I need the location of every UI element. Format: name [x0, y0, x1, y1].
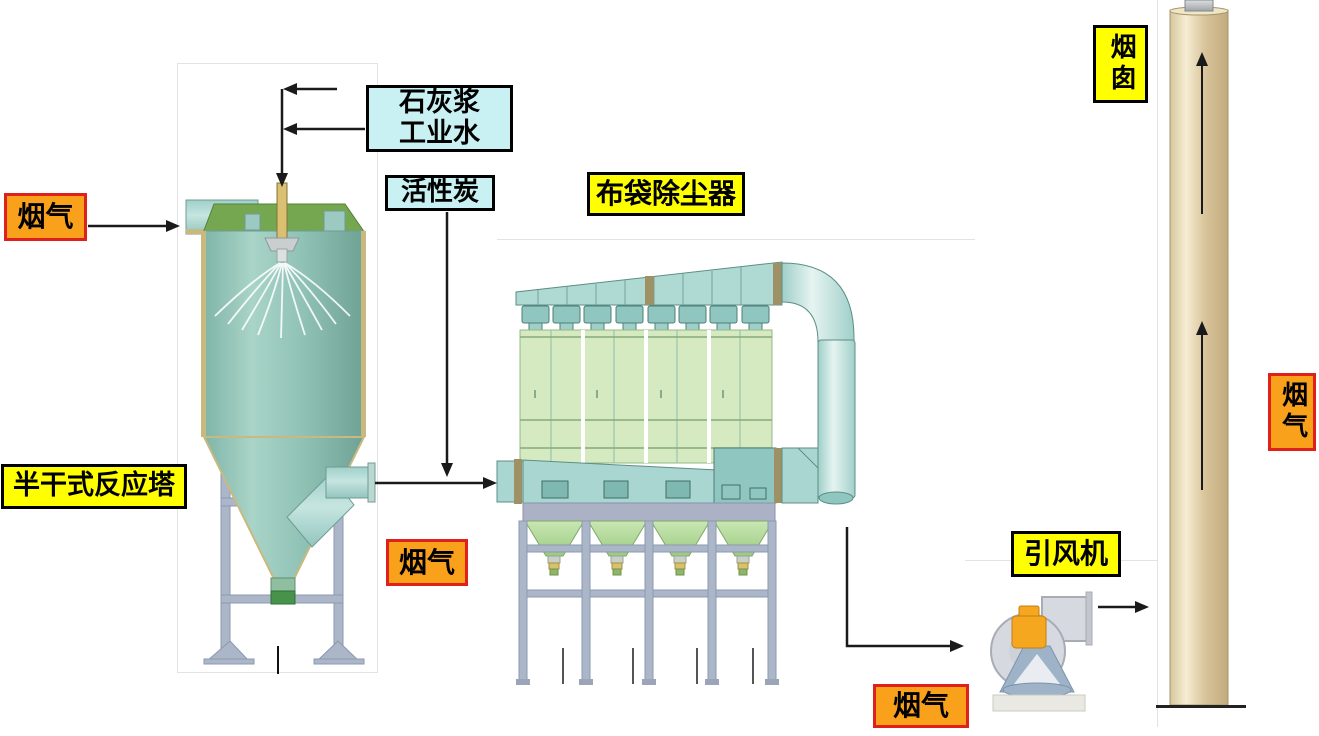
fan-to-stack-arrow — [1098, 601, 1149, 613]
label-chimney: 烟囱 — [1093, 25, 1148, 103]
lime-slurry-arrow-bottom — [283, 123, 365, 135]
outlet-chamber — [713, 447, 819, 504]
stack-upflow-arrow-upper — [1196, 52, 1208, 214]
lance-feed-line — [276, 89, 288, 187]
downcomer-end-cap — [818, 491, 854, 505]
induced-draft-fan — [990, 591, 1093, 712]
inlet-plenum — [496, 459, 718, 504]
label-lime-slurry: 石灰浆 — [399, 87, 480, 119]
label-duct-flue-gas: 烟气 — [386, 539, 468, 586]
flow-arrows — [88, 52, 1208, 652]
label-id-fan: 引风机 — [1011, 531, 1121, 577]
stack-upflow-arrow-lower — [1196, 321, 1208, 490]
flue-gas-inlet-arrow — [88, 220, 180, 232]
filter-bags-block — [519, 329, 773, 464]
stack-body — [1169, 9, 1229, 706]
tower-to-baghouse-arrow — [375, 477, 497, 489]
baghouse-support-frame — [516, 520, 779, 685]
hopper-header-band — [522, 502, 776, 522]
outlet-downcomer-pipe — [817, 339, 856, 499]
label-fan-outlet-flue-gas: 烟气 — [873, 684, 969, 728]
label-inlet-flue-gas: 烟气 — [4, 193, 87, 241]
baghouse-to-fan-line — [845, 527, 964, 652]
lime-slurry-arrow-top — [283, 83, 337, 95]
label-industrial-water: 工业水 — [399, 117, 480, 149]
stack-base-line — [1156, 705, 1246, 708]
bag-filter-unit — [496, 261, 856, 685]
label-semi-dry-tower: 半干式反应塔 — [1, 464, 187, 509]
stack-cap — [1184, 0, 1214, 12]
label-reagent-box: 石灰浆 工业水 — [366, 85, 513, 152]
label-stack-flue-gas: 烟气 — [1268, 373, 1316, 451]
fan-motor — [1011, 605, 1047, 649]
spray-pattern — [214, 262, 351, 339]
label-bag-filter: 布袋除尘器 — [587, 172, 745, 216]
label-activated-carbon: 活性炭 — [385, 175, 495, 211]
tower-outlet-duct — [286, 462, 376, 548]
fan-pedestal — [992, 694, 1086, 712]
dust-hoppers — [524, 520, 774, 576]
semi-dry-reaction-tower — [185, 182, 376, 674]
activated-carbon-feed-line — [441, 212, 453, 477]
tower-cone — [202, 436, 366, 605]
outlet-elbow — [781, 262, 855, 347]
chimney-stack — [1156, 0, 1246, 708]
clean-gas-manifold — [515, 261, 783, 306]
hopper-discharge-valves — [547, 555, 750, 576]
